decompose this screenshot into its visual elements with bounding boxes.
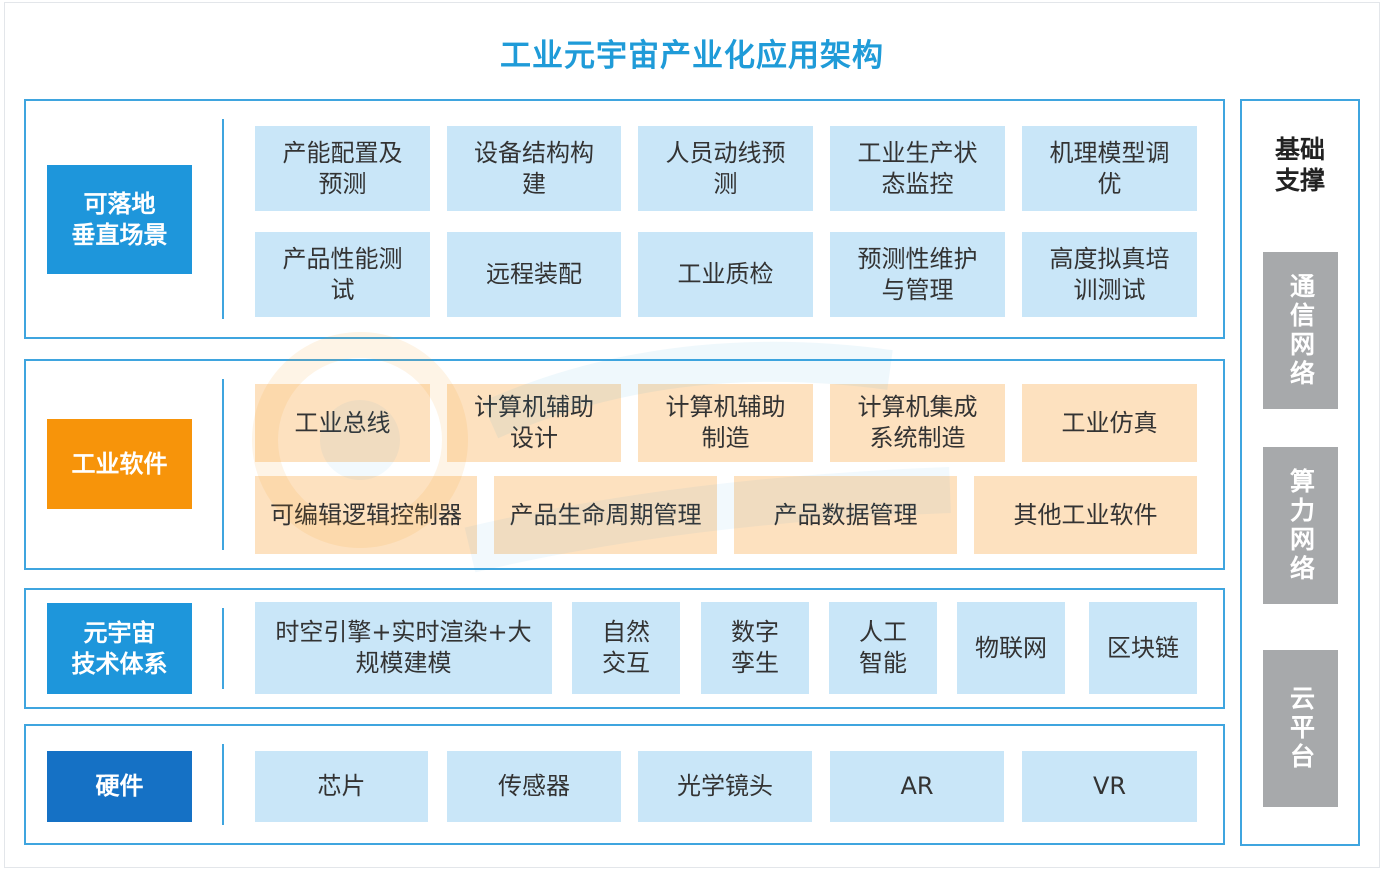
support-box: 通信网络 bbox=[1263, 252, 1338, 409]
label-software: 工业软件 bbox=[47, 419, 192, 509]
software-box: 可编辑逻辑控制器 bbox=[255, 476, 477, 554]
scene-box: 设备结构构 建 bbox=[447, 126, 621, 211]
software-box: 计算机辅助 设计 bbox=[447, 384, 621, 462]
tech-box: 自然 交互 bbox=[572, 602, 680, 694]
support-label: 云平台 bbox=[1286, 685, 1316, 772]
tech-box: 物联网 bbox=[957, 602, 1065, 694]
software-box: 计算机辅助 制造 bbox=[638, 384, 813, 462]
support-label: 通信网络 bbox=[1286, 272, 1316, 389]
tech-box: 时空引擎+实时渲染+大 规模建模 bbox=[255, 602, 552, 694]
hardware-box: 芯片 bbox=[255, 751, 428, 822]
hardware-box: VR bbox=[1022, 751, 1197, 822]
software-box: 计算机集成 系统制造 bbox=[830, 384, 1005, 462]
scene-box: 预测性维护 与管理 bbox=[830, 232, 1005, 317]
scene-box: 人员动线预 测 bbox=[638, 126, 813, 211]
tech-box: 区块链 bbox=[1089, 602, 1197, 694]
separator-hardware bbox=[222, 744, 224, 825]
software-box: 其他工业软件 bbox=[974, 476, 1197, 554]
label-hardware: 硬件 bbox=[47, 751, 192, 822]
scene-box: 产品性能测 试 bbox=[255, 232, 430, 317]
scene-box: 远程装配 bbox=[447, 232, 621, 317]
software-box: 产品数据管理 bbox=[734, 476, 957, 554]
hardware-box: AR bbox=[830, 751, 1004, 822]
tech-box: 人工 智能 bbox=[829, 602, 937, 694]
tech-box: 数字 孪生 bbox=[701, 602, 809, 694]
scene-box: 工业质检 bbox=[638, 232, 813, 317]
separator-software bbox=[222, 379, 224, 550]
scene-box: 产能配置及 预测 bbox=[255, 126, 430, 211]
diagram-title: 工业元宇宙产业化应用架构 bbox=[500, 38, 884, 74]
software-box: 工业仿真 bbox=[1022, 384, 1197, 462]
support-box: 算力网络 bbox=[1263, 447, 1338, 604]
scene-box: 工业生产状 态监控 bbox=[830, 126, 1005, 211]
scene-box: 机理模型调 优 bbox=[1022, 126, 1197, 211]
hardware-box: 光学镜头 bbox=[638, 751, 812, 822]
separator-tech bbox=[222, 608, 224, 689]
software-box: 产品生命周期管理 bbox=[494, 476, 717, 554]
label-scenes: 可落地 垂直场景 bbox=[47, 165, 192, 274]
software-box: 工业总线 bbox=[255, 384, 430, 462]
support-label: 算力网络 bbox=[1286, 467, 1316, 584]
label-tech: 元宇宙 技术体系 bbox=[47, 603, 192, 694]
hardware-box: 传感器 bbox=[447, 751, 621, 822]
support-box: 云平台 bbox=[1263, 650, 1338, 807]
separator-scenes bbox=[222, 119, 224, 319]
support-title: 基础 支撑 bbox=[1274, 135, 1325, 195]
scene-box: 高度拟真培 训测试 bbox=[1022, 232, 1197, 317]
